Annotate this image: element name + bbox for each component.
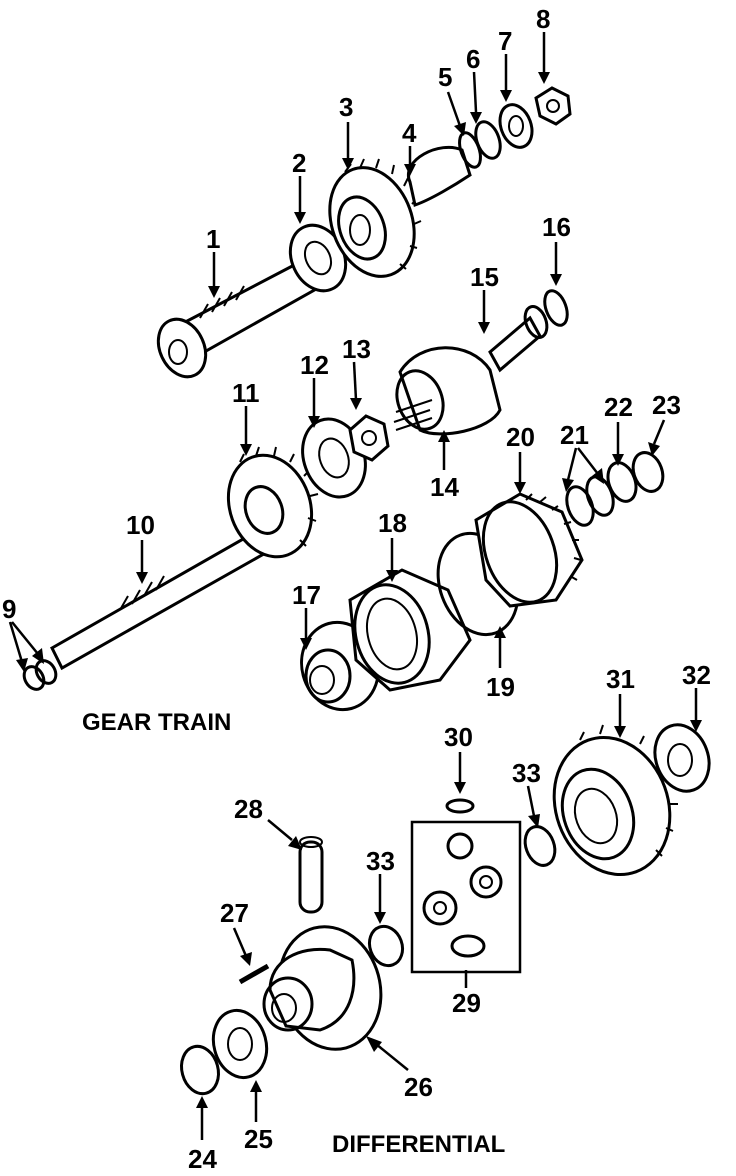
callout-25: 25 [244, 1124, 273, 1154]
part-32-bearing [653, 723, 711, 793]
callout-30: 30 [444, 722, 473, 752]
section-label-gear-train: GEAR TRAIN [82, 709, 231, 736]
callout-24: 24 [188, 1144, 217, 1174]
part-1-pinion-shaft [156, 260, 321, 379]
callout-26: 26 [404, 1072, 433, 1102]
part-23-ring [631, 451, 665, 493]
leader-arrows [8, 32, 702, 1140]
callout-17: 17 [292, 580, 321, 610]
part-9-snap-rings [22, 659, 58, 691]
callout-29: 29 [452, 988, 481, 1018]
callout-13: 13 [342, 334, 371, 364]
callout-21: 21 [560, 420, 589, 450]
callout-33-right: 33 [512, 758, 541, 788]
part-20-ring-gear [474, 492, 584, 608]
callout-20: 20 [506, 422, 535, 452]
callout-15: 15 [470, 262, 499, 292]
callout-19: 19 [486, 672, 515, 702]
part-30-washer [445, 798, 475, 814]
part-27-lock-pin [238, 963, 270, 985]
part-24-ring [180, 1044, 220, 1096]
part-33-ring-right [523, 825, 557, 867]
callout-23: 23 [652, 390, 681, 420]
part-22-ring [606, 461, 638, 503]
part-3-drive-gear [328, 158, 422, 278]
callout-22: 22 [604, 392, 633, 422]
part-21-ring-a [565, 485, 595, 527]
callout-4: 4 [402, 118, 417, 148]
callout-5: 5 [438, 62, 452, 92]
part-29-pinion-gear-set [410, 820, 522, 974]
part-18-clutch-housing [348, 568, 472, 692]
callout-6: 6 [466, 44, 480, 74]
callout-1: 1 [206, 224, 220, 254]
part-15-clutch-drum [393, 305, 549, 436]
part-8-nut [534, 86, 572, 126]
part-12-bearing [301, 417, 367, 499]
callout-11: 11 [232, 378, 260, 408]
part-7-bearing [498, 103, 534, 149]
part-26-differential-case [262, 925, 383, 1051]
callout-31: 31 [606, 664, 635, 694]
callout-32: 32 [682, 660, 711, 690]
callout-27: 27 [220, 898, 249, 928]
part-16-ring [543, 289, 569, 327]
callout-12: 12 [300, 350, 329, 380]
section-label-differential: DIFFERENTIAL [332, 1131, 505, 1158]
part-33-ring-left [367, 924, 405, 968]
callout-28: 28 [234, 794, 263, 824]
callout-9: 9 [2, 594, 16, 624]
callout-3: 3 [339, 92, 353, 122]
callout-33-left: 33 [366, 846, 395, 876]
callout-8: 8 [536, 4, 550, 34]
callout-7: 7 [498, 26, 512, 56]
callout-10: 10 [126, 510, 155, 540]
part-28-pinion-shaft-pin [298, 836, 324, 914]
callout-numbers: 1 2 3 4 5 6 7 8 9 10 11 12 13 14 15 16 1… [2, 4, 711, 1174]
callout-18: 18 [378, 508, 407, 538]
callout-2: 2 [292, 148, 306, 178]
part-4-spacer [406, 145, 472, 207]
part-6-ring [474, 120, 502, 160]
part-25-bearing [211, 1008, 269, 1080]
callout-14: 14 [430, 472, 459, 502]
part-11-driven-gear [226, 446, 319, 559]
part-2-bearing [288, 223, 348, 293]
part-13-nut [348, 414, 390, 462]
callout-16: 16 [542, 212, 571, 242]
